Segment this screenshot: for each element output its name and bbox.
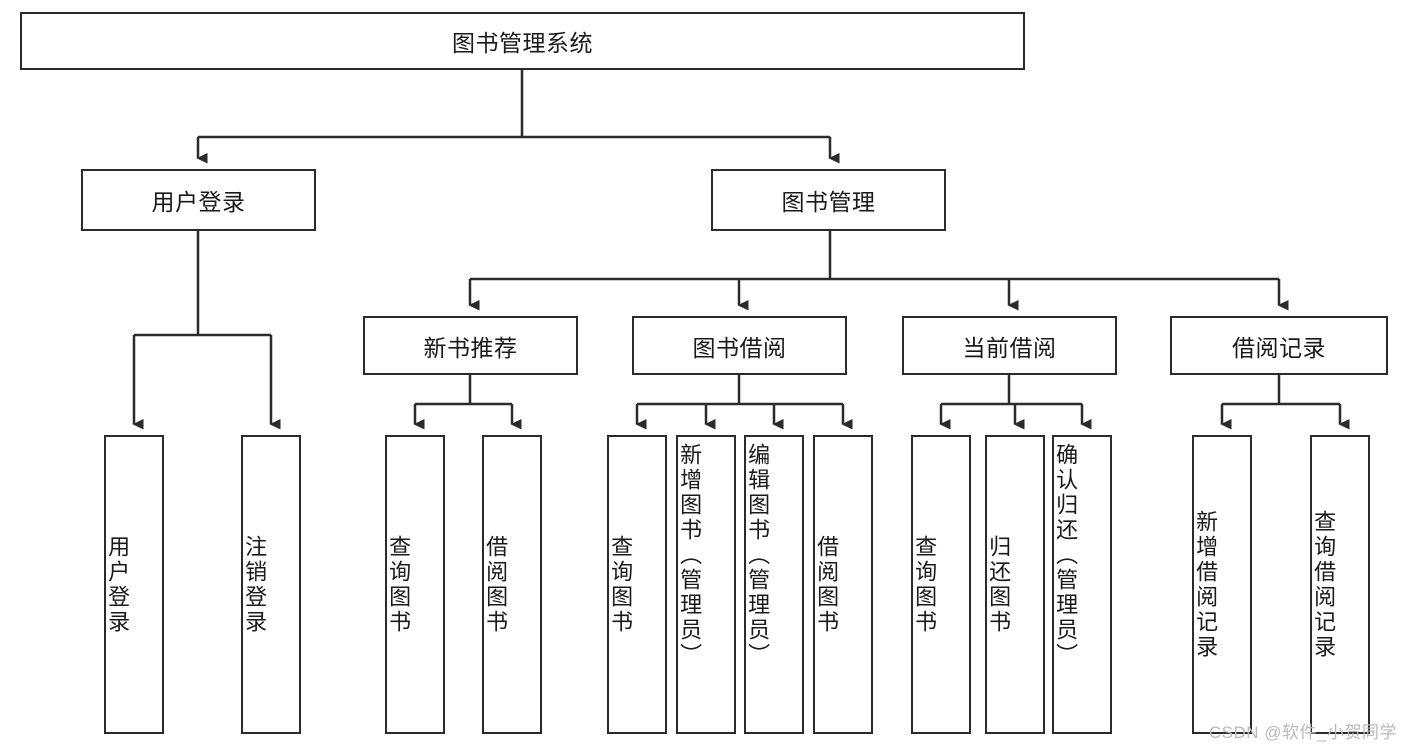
leaf-label: 借阅图书	[483, 534, 509, 635]
leaf-label: 借阅图书	[814, 534, 840, 635]
leaf-query-book-new-book[interactable]: 查询图书	[385, 435, 445, 734]
node-current-borrowing[interactable]: 当前借阅	[902, 316, 1117, 375]
node-root-book-management-system[interactable]: 图书管理系统	[20, 12, 1025, 70]
leaf-logout-login[interactable]: 注销登录	[241, 435, 301, 734]
leaf-add-borrow-record[interactable]: 新增借阅记录	[1192, 435, 1252, 734]
leaf-label: 归还图书	[986, 534, 1012, 635]
leaf-label: 确认归还（管理员）	[1053, 443, 1079, 668]
leaf-label: 查询图书	[608, 534, 634, 635]
leaf-borrow-book-borrowing[interactable]: 借阅图书	[813, 435, 873, 734]
csdn-watermark: CSDN @软件_小贺同学	[1208, 723, 1397, 742]
leaf-label: 查询图书	[386, 534, 412, 635]
leaf-add-book-admin[interactable]: 新增图书（管理员）	[676, 435, 736, 734]
leaf-label: 查询图书	[912, 534, 938, 635]
leaf-label: 用户登录	[105, 534, 131, 635]
node-new-book-recommendation[interactable]: 新书推荐	[363, 316, 578, 375]
node-borrowing-record[interactable]: 借阅记录	[1170, 316, 1388, 375]
node-book-management[interactable]: 图书管理	[711, 169, 946, 231]
leaf-query-book-current[interactable]: 查询图书	[911, 435, 971, 734]
leaf-edit-book-admin[interactable]: 编辑图书（管理员）	[744, 435, 804, 734]
leaf-label: 查询借阅记录	[1311, 509, 1337, 660]
node-label: 图书管理	[781, 189, 876, 215]
node-book-borrowing[interactable]: 图书借阅	[632, 316, 847, 375]
node-label: 当前借阅	[962, 334, 1057, 361]
leaf-return-book[interactable]: 归还图书	[985, 435, 1045, 734]
leaf-label: 新增借阅记录	[1193, 509, 1219, 660]
leaf-borrow-book-new-book[interactable]: 借阅图书	[482, 435, 542, 734]
leaf-confirm-return-admin[interactable]: 确认归还（管理员）	[1052, 435, 1112, 734]
node-label: 图书管理系统	[452, 30, 593, 56]
node-label: 借阅记录	[1232, 334, 1326, 361]
node-label: 图书借阅	[692, 334, 787, 361]
leaf-label: 新增图书（管理员）	[677, 443, 703, 668]
leaf-label: 编辑图书（管理员）	[745, 443, 771, 668]
leaf-query-book-borrowing[interactable]: 查询图书	[607, 435, 667, 734]
node-label: 新书推荐	[423, 334, 518, 361]
leaf-query-borrow-record[interactable]: 查询借阅记录	[1310, 435, 1370, 734]
node-user-login[interactable]: 用户登录	[81, 169, 316, 231]
leaf-user-login[interactable]: 用户登录	[104, 435, 164, 734]
node-label: 用户登录	[151, 189, 246, 215]
leaf-label: 注销登录	[242, 534, 268, 635]
